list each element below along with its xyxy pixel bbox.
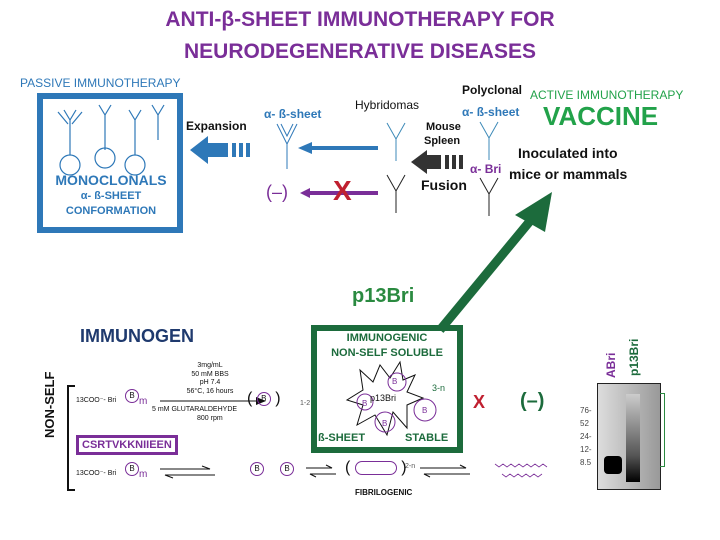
bri-label-bottom: 13COO⁻- Bri bbox=[76, 470, 117, 477]
inoculated-line2: mice or mammals bbox=[509, 166, 628, 182]
equilibrium-arrow-icon bbox=[306, 464, 336, 478]
hybridoma-cells-icon bbox=[57, 104, 165, 176]
nonself-soluble-label: NON-SELF SOLUBLE bbox=[331, 347, 443, 359]
fibrilogenic-dimer: ( ) bbox=[345, 459, 407, 476]
p13bri-oligomer-icon bbox=[345, 360, 437, 437]
nonself-label: NON-SELF bbox=[42, 371, 57, 438]
monoclonals-label: MONOCLONALS bbox=[55, 172, 167, 188]
condition: 3mg/mL bbox=[197, 362, 223, 369]
equilibrium-arrow-icon bbox=[160, 465, 215, 479]
b-circle: B bbox=[250, 462, 264, 476]
western-blot-gel bbox=[597, 383, 661, 490]
hybridomas-label: Hybridomas bbox=[355, 98, 420, 112]
conformation-label: CONFORMATION bbox=[65, 205, 157, 217]
hybridoma-antibody-icon bbox=[386, 122, 406, 161]
beta-sheet-label: ß-SHEET bbox=[318, 432, 366, 444]
b-label: B bbox=[392, 377, 398, 386]
polyclonal-antibody-icon bbox=[479, 121, 499, 160]
passive-label: PASSIVE IMMUNOTHERAPY bbox=[20, 76, 181, 90]
spleen-label: Spleen bbox=[424, 135, 461, 147]
marker-52: 52 bbox=[580, 419, 589, 428]
polyclonal-beta-label: α- ß-sheet bbox=[462, 105, 520, 119]
crosslinked-oligomer: ( B ) bbox=[247, 390, 281, 407]
alpha-beta-label: α- ß-sheet bbox=[264, 107, 322, 121]
reaction-conditions: 3mg/mL 50 mM BBS pH 7.4 56°C, 16 hours bbox=[160, 362, 260, 396]
equilibrium-arrow-icon bbox=[420, 464, 470, 478]
box-beta-label: α- ß-SHEET bbox=[80, 190, 142, 202]
title-line1: ANTI-β-SHEET IMMUNOTHERAPY FOR bbox=[165, 8, 555, 31]
subscript-1-2: 1-2 bbox=[300, 400, 311, 407]
n-label: 3-n bbox=[432, 383, 446, 393]
nonself-bracket bbox=[67, 385, 75, 491]
alpha-bri-label: α- Bri bbox=[470, 162, 502, 176]
b-circle: B bbox=[125, 462, 139, 476]
negative-result: (–) bbox=[266, 182, 288, 202]
gel-bracket bbox=[660, 393, 665, 467]
inoculated-line1: Inoculated into bbox=[518, 145, 618, 161]
marker-8-5: 8.5 bbox=[580, 458, 592, 467]
fibrilogenic-label: FIBRILOGENIC bbox=[355, 488, 413, 497]
bri-antibody-icon bbox=[386, 174, 406, 213]
marker-24: 24- bbox=[580, 432, 592, 441]
p13bri-center-label: p13Bri bbox=[370, 393, 397, 403]
marker-76: 76- bbox=[580, 406, 592, 415]
antibody-icon bbox=[276, 123, 298, 169]
gel-markers: 76- 52 24- 12- 8.5 bbox=[580, 404, 592, 469]
glutaraldehyde-label: 5 mM GLUTARALDEHYDE bbox=[152, 406, 238, 413]
active-label: ACTIVE IMMUNOTHERAPY bbox=[530, 88, 684, 102]
b-label: B bbox=[382, 419, 388, 428]
blue-arrow-icon bbox=[298, 142, 378, 154]
b-circle: B bbox=[280, 462, 294, 476]
bri-label-top: 13COO⁻- Bri bbox=[76, 397, 117, 404]
rpm-label: 800 rpm bbox=[197, 415, 223, 422]
blocked-x-icon: X bbox=[333, 175, 352, 206]
stable-label: STABLE bbox=[405, 432, 449, 444]
fusion-arrow-icon bbox=[411, 150, 463, 174]
b-label: B bbox=[422, 406, 428, 415]
vaccine-label: VACCINE bbox=[543, 101, 659, 131]
expansion-label: Expansion bbox=[186, 119, 247, 133]
marker-12: 12- bbox=[580, 445, 592, 454]
condition: 50 mM BBS bbox=[191, 370, 229, 378]
negative-result-box: (–) bbox=[520, 390, 545, 412]
monoclonals-box bbox=[37, 93, 183, 233]
gel-lane-p13bri: p13Bri bbox=[627, 338, 641, 376]
gel-lane-abri: ABri bbox=[604, 352, 618, 378]
immunogenic-label: IMMUNOGENIC bbox=[346, 332, 428, 344]
subscript-2n: 2-n bbox=[405, 463, 416, 470]
fusion-label: Fusion bbox=[421, 177, 467, 193]
immunogen-label: IMMUNOGEN bbox=[80, 326, 194, 346]
polyclonal-label: Polyclonal bbox=[462, 83, 523, 97]
condition: pH 7.4 bbox=[199, 379, 221, 386]
alpha-bri-antibody-icon bbox=[479, 177, 499, 216]
blocked-x-icon: X bbox=[473, 392, 486, 412]
immunogenic-box bbox=[311, 325, 463, 453]
b-label: B bbox=[362, 399, 368, 408]
mouse-label: Mouse bbox=[426, 121, 461, 133]
subscript-m: m bbox=[139, 396, 148, 407]
subscript-m: m bbox=[139, 469, 148, 480]
peptide-sequence: CSRTVKKNIIEEN bbox=[76, 435, 178, 455]
fibril-icon bbox=[494, 463, 548, 478]
expansion-arrow-icon bbox=[190, 136, 250, 164]
b-circle: B bbox=[125, 389, 139, 403]
purple-arrow-icon bbox=[300, 188, 378, 198]
b-circle: B bbox=[256, 391, 271, 406]
p13bri-label: p13Bri bbox=[352, 285, 415, 307]
condition: 56°C, 16 hours bbox=[186, 387, 234, 395]
title-line2: NEURODEGENERATIVE DISEASES bbox=[183, 40, 536, 63]
